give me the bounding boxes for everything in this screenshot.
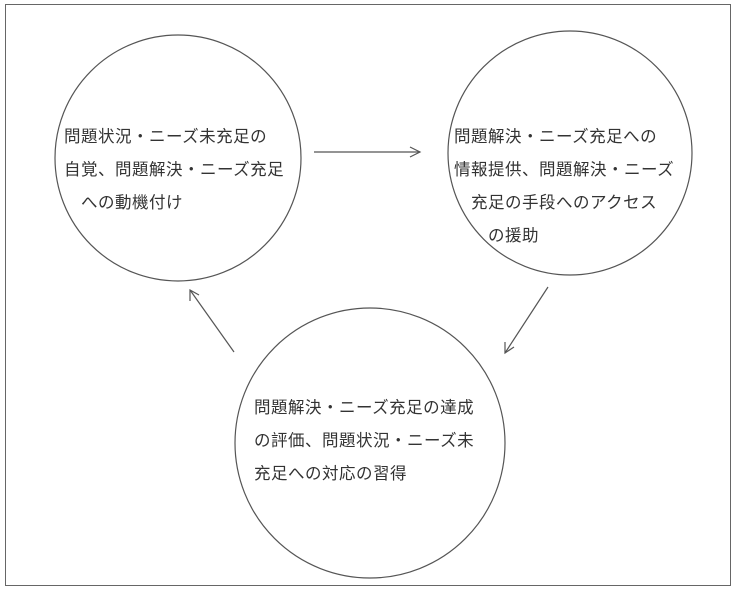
- arrow-support-to-evaluation: [504, 286, 549, 355]
- node-label-awareness: 問題状況・ニーズ未充足の 自覚、問題解決・ニーズ充足 への動機付け: [64, 120, 284, 219]
- label-line: 問題状況・ニーズ未充足の: [64, 127, 268, 146]
- label-line: 自覚、問題解決・ニーズ充足: [64, 160, 285, 179]
- label-line: 問題解決・ニーズ充足の達成: [254, 398, 475, 417]
- label-line: 情報提供、問題解決・ニーズ: [454, 160, 675, 179]
- label-line: の援助: [454, 226, 539, 245]
- label-line: への動機付け: [64, 193, 183, 212]
- arrow-awareness-to-support: [314, 146, 422, 158]
- label-line: 問題解決・ニーズ充足への: [454, 127, 658, 146]
- node-label-support: 問題解決・ニーズ充足への 情報提供、問題解決・ニーズ 充足の手段へのアクセス の…: [454, 120, 674, 252]
- node-label-evaluation: 問題解決・ニーズ充足の達成 の評価、問題状況・ニーズ未 充足への対応の習得: [254, 391, 474, 490]
- diagram-frame: [5, 4, 731, 586]
- node-circle-evaluation: [234, 307, 506, 579]
- node-circle-support: [447, 30, 693, 276]
- label-line: 充足の手段へのアクセス: [454, 193, 658, 212]
- node-circle-awareness: [54, 34, 302, 282]
- label-line: の評価、問題状況・ニーズ未: [254, 431, 475, 450]
- arrow-evaluation-to-awareness: [189, 288, 235, 353]
- label-line: 充足への対応の習得: [254, 464, 407, 483]
